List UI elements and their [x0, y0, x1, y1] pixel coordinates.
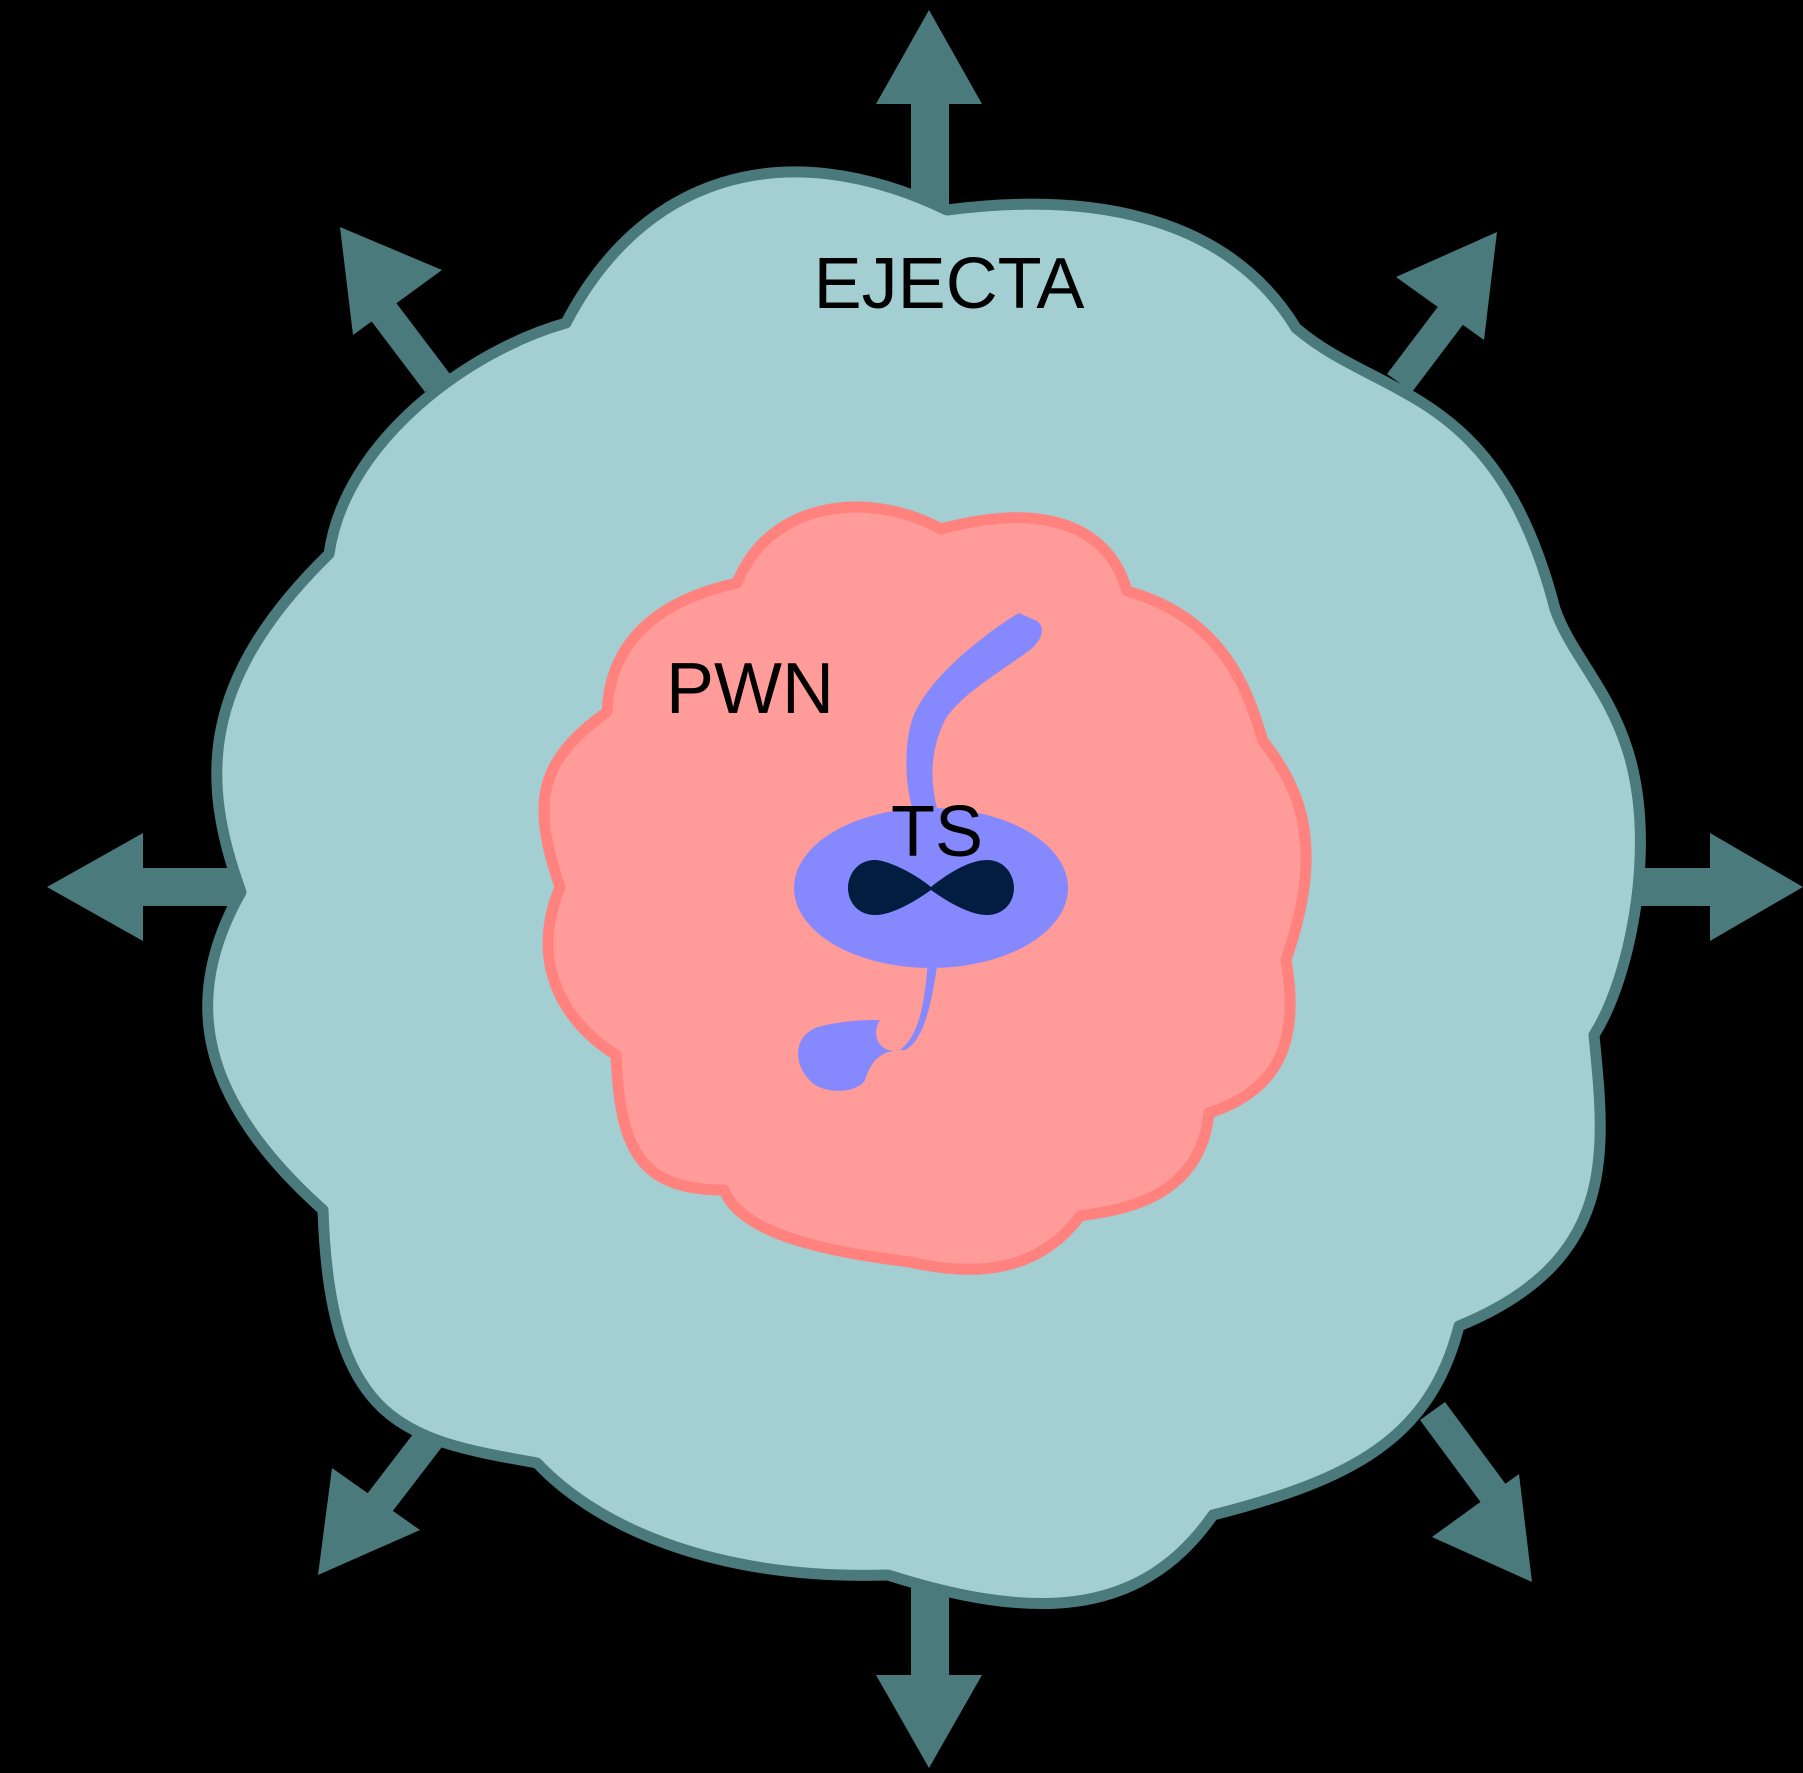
label-ejecta: EJECTA [814, 244, 1085, 324]
label-pwn: PWN [666, 649, 834, 729]
label-ts: TS [891, 792, 983, 872]
